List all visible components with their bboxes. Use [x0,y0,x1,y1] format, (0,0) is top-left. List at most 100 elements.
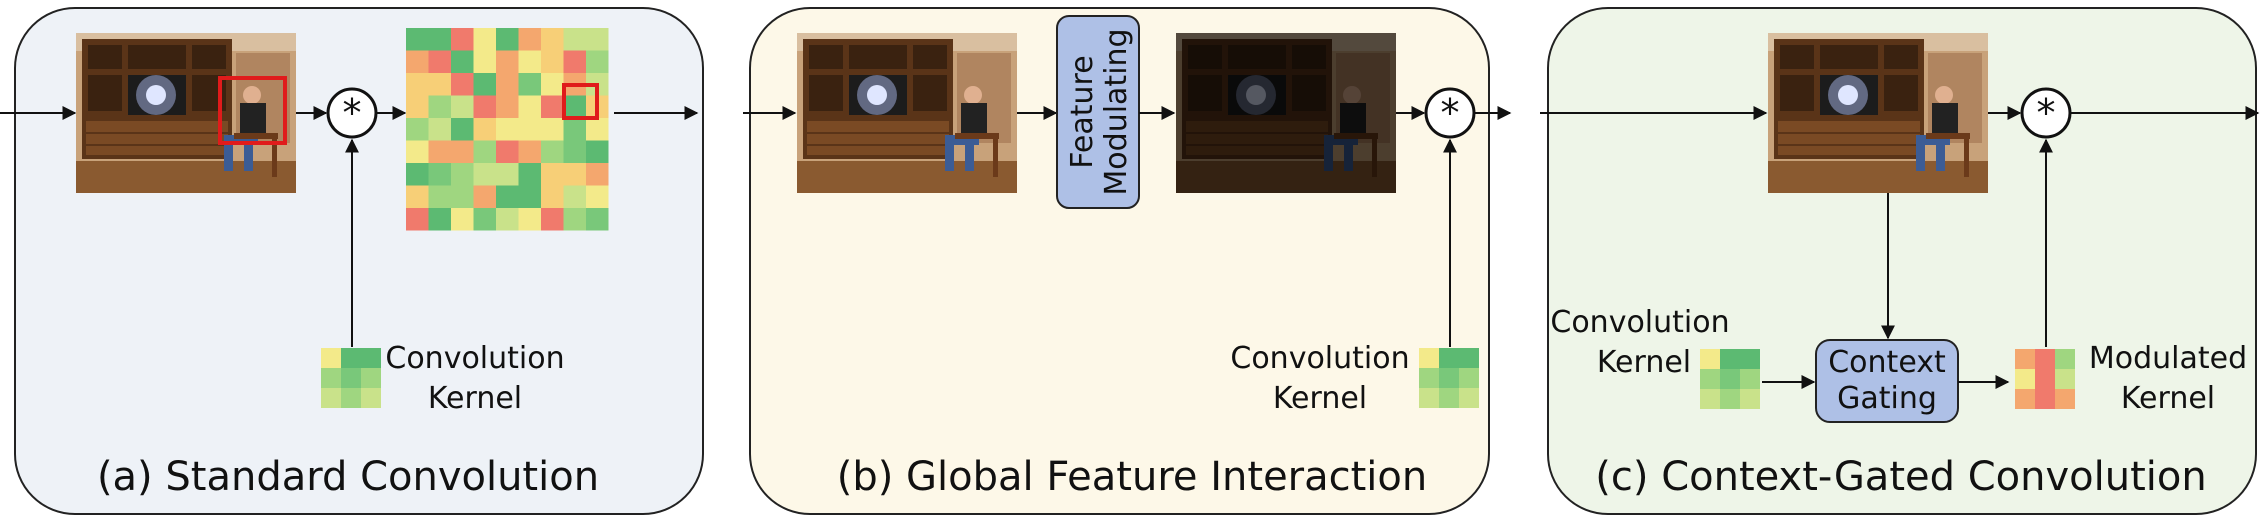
modulated-kernel [2015,349,2075,409]
feature-map-cell [586,208,609,231]
modulated-kernel-cell [2015,369,2035,389]
operator-symbol: * [343,91,362,135]
feature-map-cell [496,140,519,163]
kernel-label-line2: Kernel [1273,381,1367,416]
context-gating-module: Context Gating [1815,339,1959,423]
feature-map-cell [563,163,586,186]
feature-map-cell [428,50,451,73]
feature-map-cell [563,118,586,141]
feature-map-cell [586,163,609,186]
feature-map-cell [518,140,541,163]
kernel-label-line2: Kernel [1597,345,1691,380]
output-feature-map [406,28,609,231]
feature-map-cell [473,208,496,231]
kernel-cell [341,348,361,368]
feature-map-cell [563,28,586,51]
out-label-line1: Modulated [2089,341,2247,376]
feature-map-cell [451,140,474,163]
kernel-cell [1720,349,1740,369]
modulated-kernel-cell [2015,389,2035,409]
feature-map-cell [406,163,429,186]
feature-map-cell [518,95,541,118]
feature-map-cell [406,208,429,231]
convolution-operator: * [326,87,378,139]
feature-map-cell [541,185,564,208]
feature-map-cell [518,28,541,51]
feature-map-cell [406,73,429,96]
feature-map-cell [428,163,451,186]
feature-map-cell [496,50,519,73]
kernel-label-line1: Convolution [385,341,564,376]
sliding-window-box [218,76,287,145]
feature-map-cell [563,50,586,73]
feature-map-cell [451,73,474,96]
kernel-cell [361,348,381,368]
feature-map-cell [428,28,451,51]
feature-map-cell [496,95,519,118]
kernel-cell [321,388,341,408]
feature-map-cell [473,28,496,51]
feature-map-cell [496,185,519,208]
feature-map-cell [406,185,429,208]
feature-map-cell [428,118,451,141]
feature-map-cell [473,140,496,163]
convolution-kernel [1700,349,1760,409]
feature-map-cell [586,185,609,208]
kernel-cell [1740,349,1760,369]
kernel-label-line2: Kernel [428,381,522,416]
feature-map-cell [428,73,451,96]
input-image [797,33,1017,193]
feature-map-cell [473,118,496,141]
feature-map-cell [541,163,564,186]
operator-symbol: * [2037,91,2056,135]
feature-map-cell [451,118,474,141]
kernel-cell [1740,369,1760,389]
kernel-cell [1720,369,1740,389]
modulated-kernel-cell [2035,389,2055,409]
module-label-line2: Gating [1837,381,1937,416]
kernel-cell [1700,349,1720,369]
feature-map-cell [518,118,541,141]
kernel-cell [1419,348,1439,368]
kernel-cell [1419,388,1439,408]
modulated-kernel-cell [2035,369,2055,389]
feature-map-cell [473,95,496,118]
input-image [76,33,296,193]
kernel-label-line1: Convolution [1230,341,1409,376]
kernel-cell [1459,368,1479,388]
convolution-kernel [321,348,381,408]
kernel-cell [1419,368,1439,388]
modulated-image [1176,33,1396,193]
feature-map-cell [541,73,564,96]
feature-map-cell [541,95,564,118]
kernel-cell [1700,369,1720,389]
feature-map-cell [406,28,429,51]
kernel-cell [1439,348,1459,368]
feature-map-cell [586,28,609,51]
feature-map-cell [541,28,564,51]
feature-map-cell [518,163,541,186]
panel-b-title: (b) Global Feature Interaction [837,454,1428,500]
kernel-cell [341,368,361,388]
operator-symbol: * [1441,91,1460,135]
modulated-kernel-cell [2055,369,2075,389]
feature-map-cell [451,95,474,118]
kernel-label-line1: Convolution [1550,305,1729,340]
kernel-cell [361,368,381,388]
kernel-cell [1439,368,1459,388]
feature-map-cell [406,140,429,163]
feature-map-cell [541,140,564,163]
modulated-kernel-cell [2015,349,2035,369]
feature-map-cell [428,208,451,231]
feature-map-cell [428,185,451,208]
feature-map-cell [518,185,541,208]
feature-map-cell [496,73,519,96]
kernel-cell [1459,348,1479,368]
modulated-kernel-cell [2035,349,2055,369]
convolution-operator: * [2020,87,2072,139]
module-label-line1: Feature [1065,55,1100,168]
module-label-line2: Modulating [1099,28,1134,195]
out-label-line2: Kernel [2121,381,2215,416]
